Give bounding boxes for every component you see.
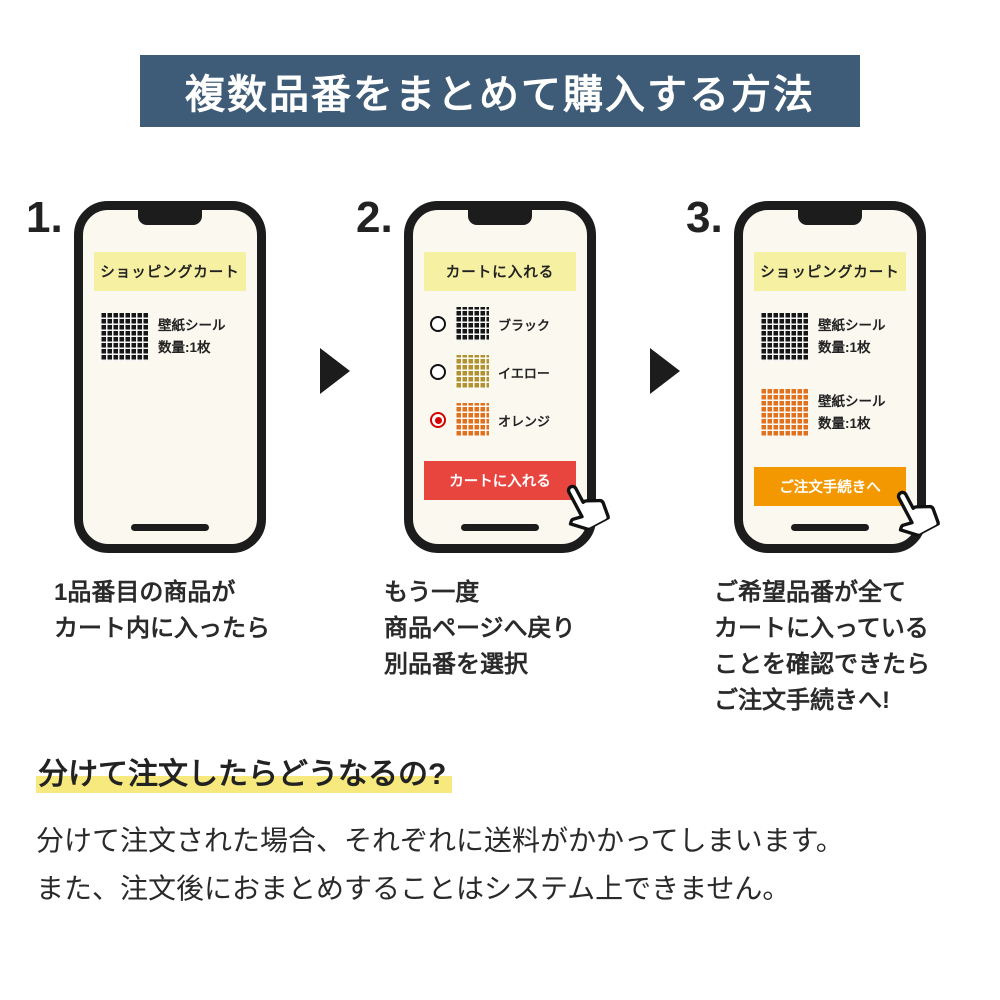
home-indicator — [461, 524, 539, 531]
screen-title-cart: ショッピングカート — [754, 252, 906, 291]
cart-item: 壁紙シール 数量:1枚 — [760, 389, 906, 437]
black-swatch-icon — [760, 313, 808, 361]
caption-line: カートに入っている — [714, 615, 929, 642]
cart-item: 壁紙シール 数量:1枚 — [100, 313, 246, 361]
note-line: また、注文後におまとめすることはシステム上できません。 — [36, 872, 791, 904]
arrow-right-icon — [650, 348, 680, 394]
checkout-button-wrap: ご注文手続きへ — [754, 467, 940, 538]
step-3-number: 3. — [686, 193, 723, 242]
option-label: ブラック — [498, 317, 551, 333]
caption-line: ことを確認できたら — [714, 651, 930, 678]
caption-line: ご注文手続きへ! — [714, 687, 890, 714]
phone-1-screen: ショッピングカート 壁紙シール 数量:1枚 — [83, 210, 257, 544]
phone-mockup-3: ショッピングカート 壁紙シール 数量:1枚 壁紙シール — [734, 201, 940, 553]
phone-notch-icon — [468, 210, 532, 225]
caption-line: 1品番目の商品が — [54, 579, 236, 606]
item-qty: 数量:1枚 — [158, 340, 211, 355]
radio-unselected-icon — [430, 364, 446, 380]
option-label: オレンジ — [498, 413, 551, 429]
yellow-swatch-icon — [455, 355, 489, 389]
step-2-number: 2. — [356, 193, 393, 242]
phone-notch-icon — [798, 210, 862, 225]
phone-mockup-2: カートに入れる ブラック イエロー — [404, 201, 610, 553]
screen-title-add-to-cart: カートに入れる — [424, 252, 576, 291]
caption-line: 別品番を選択 — [384, 651, 528, 678]
caption-line: カート内に入ったら — [54, 615, 270, 642]
note-text: 分けて注文された場合、それぞれに送料がかかってしまいます。 また、注文後におまと… — [36, 817, 1000, 912]
black-swatch-icon — [100, 313, 148, 361]
black-swatch-icon — [455, 307, 489, 341]
faq-section: 分けて注文したらどうなるの? — [36, 749, 1000, 793]
home-indicator — [131, 524, 209, 531]
orange-swatch-icon — [455, 403, 489, 437]
item-name: 壁紙シール — [818, 318, 886, 334]
color-option-orange: オレンジ — [430, 403, 576, 437]
step-2-caption: もう一度 商品ページへ戻り 別品番を選択 — [384, 575, 644, 683]
step-1-caption: 1品番目の商品が カート内に入ったら — [54, 575, 314, 647]
home-indicator — [791, 524, 869, 531]
cart-items-list: 壁紙シール 数量:1枚 — [94, 313, 246, 361]
step-2: 2. カートに入れる ブラック イエロー — [356, 193, 644, 683]
color-option-black: ブラック — [430, 307, 576, 341]
phone-2-screen: カートに入れる ブラック イエロー — [413, 210, 610, 544]
caption-line: もう一度 — [384, 579, 480, 606]
caption-line: 商品ページへ戻り — [384, 615, 576, 642]
radio-unselected-icon — [430, 316, 446, 332]
orange-swatch-icon — [760, 389, 808, 437]
caption-line: ご希望品番が全て — [714, 579, 906, 606]
add-to-cart-button-wrap: カートに入れる — [424, 461, 610, 532]
highlighted-text: 分けて注文したらどうなるの? — [36, 758, 453, 793]
note-line: 分けて注文された場合、それぞれに送料がかかってしまいます。 — [36, 825, 844, 856]
cart-item: 壁紙シール 数量:1枚 — [760, 313, 906, 361]
hand-cursor-icon — [896, 490, 940, 538]
phone-notch-icon — [138, 210, 202, 225]
item-name: 壁紙シール — [158, 318, 226, 334]
step-1: 1. ショッピングカート 壁紙シール 数量:1枚 — [26, 193, 314, 647]
arrow-right-icon — [320, 348, 350, 394]
add-to-cart-button: カートに入れる — [424, 461, 576, 500]
hand-cursor-icon — [566, 484, 610, 532]
cart-items-list: 壁紙シール 数量:1枚 壁紙シール 数量:1枚 — [754, 313, 906, 437]
checkout-button: ご注文手続きへ — [754, 467, 906, 506]
color-options-list: ブラック イエロー オレンジ — [424, 307, 576, 437]
phone-3-screen: ショッピングカート 壁紙シール 数量:1枚 壁紙シール — [743, 210, 940, 544]
item-name: 壁紙シール — [818, 394, 886, 410]
faq-question: 分けて注文したらどうなるの? — [36, 749, 453, 793]
steps-row: 1. ショッピングカート 壁紙シール 数量:1枚 — [0, 193, 1000, 719]
option-label: イエロー — [498, 365, 550, 381]
item-qty: 数量:1枚 — [818, 416, 871, 431]
step-1-number: 1. — [26, 193, 63, 242]
screen-title-cart: ショッピングカート — [94, 252, 246, 291]
phone-mockup-1: ショッピングカート 壁紙シール 数量:1枚 — [74, 201, 266, 553]
color-option-yellow: イエロー — [430, 355, 576, 389]
radio-selected-icon — [430, 412, 446, 428]
page-title: 複数品番をまとめて購入する方法 — [185, 73, 815, 117]
step-3-caption: ご希望品番が全て カートに入っている ことを確認できたら ご注文手続きへ! — [714, 575, 974, 719]
item-qty: 数量:1枚 — [818, 340, 871, 355]
header-banner: 複数品番をまとめて購入する方法 — [140, 55, 860, 127]
step-3: 3. ショッピングカート 壁紙シール 数量:1枚 — [686, 193, 974, 719]
